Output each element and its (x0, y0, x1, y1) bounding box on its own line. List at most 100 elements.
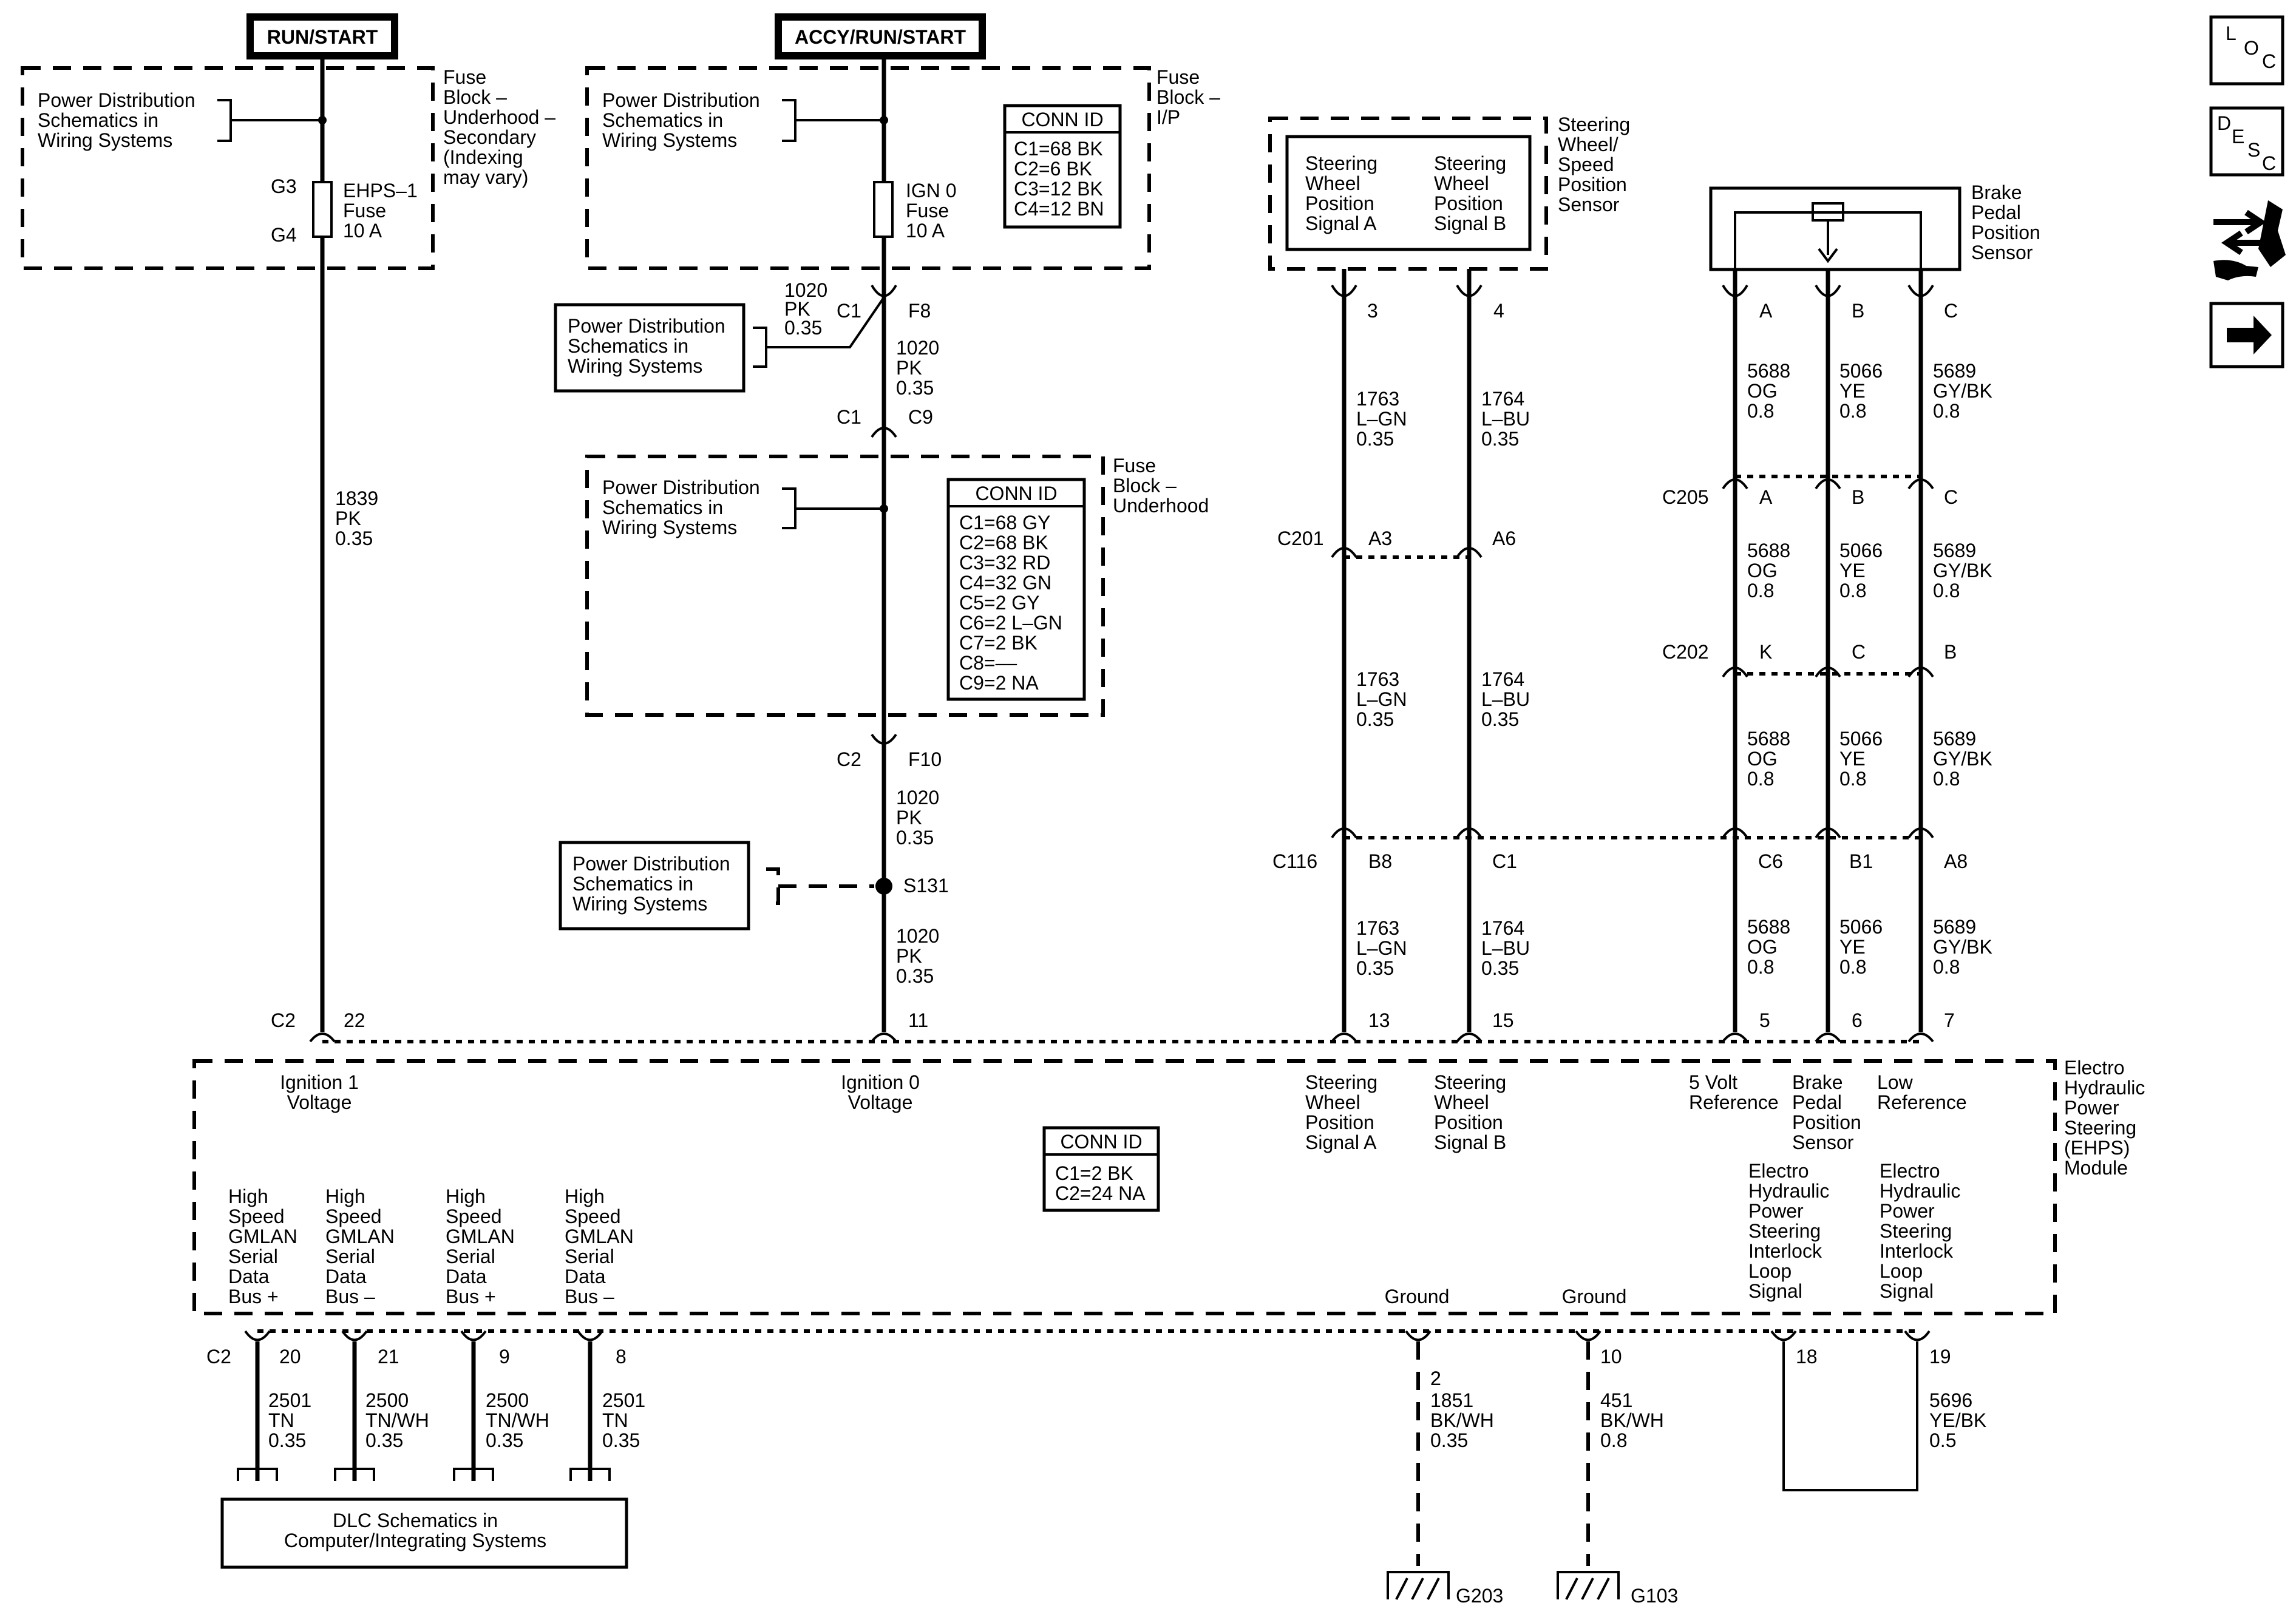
diagram-label: 0.35 (486, 1429, 523, 1451)
diagram-label: 0.35 (335, 527, 373, 549)
steering-wheel-position-sensor: Steering Wheel Position Signal A Steerin… (1268, 114, 1630, 271)
diagram-label: Speed (1558, 154, 1614, 175)
power-distribution-link[interactable]: Power Distribution Schematics in Wiring … (602, 476, 884, 538)
diagram-label: Data (325, 1266, 367, 1287)
diagram-label: Bus – (325, 1286, 375, 1307)
diagram-label: 2500 (486, 1389, 529, 1411)
diagram-label: 0.8 (1747, 580, 1774, 602)
diagram-label: YE (1839, 748, 1866, 770)
diagram-label: 11 (908, 1009, 928, 1031)
diagram-label: Serial (325, 1246, 375, 1267)
diagram-label: Signal B (1434, 1131, 1506, 1153)
accy-run-start-header: ACCY/RUN/START (775, 13, 986, 59)
diagram-label: 0.35 (896, 377, 934, 399)
diagram-label: B (1944, 641, 1957, 663)
diagram-label: B (1852, 300, 1864, 322)
dlc-schematics-link[interactable]: DLC Schematics in Computer/Integrating S… (220, 1497, 628, 1569)
diagram-label: 18 (1796, 1346, 1818, 1368)
loc-icon[interactable]: L O C (2209, 15, 2284, 86)
diagram-label: Serial (565, 1246, 614, 1267)
diagram-label: 21 (378, 1346, 399, 1368)
ground-g103-icon (1557, 1571, 1620, 1600)
diagram-label: PK (784, 298, 810, 320)
diagram-label: 2 (1430, 1368, 1441, 1389)
diagram-label: 4 (1493, 300, 1504, 322)
conn-id-table: CONN ID C1=2 BK C2=24 NA (1042, 1126, 1160, 1212)
diagram-label: 5689 (1933, 916, 1976, 938)
diagram-label: 5688 (1747, 728, 1790, 750)
pd-link-c1[interactable]: Power Distribution Schematics in Wiring … (554, 296, 885, 393)
diagram-label: Electro (1748, 1160, 1809, 1182)
diagram-label: C (1944, 486, 1958, 508)
diagram-label: L–GN (1356, 688, 1407, 710)
diagram-label: L–BU (1481, 408, 1530, 430)
diagram-label: Reference (1689, 1091, 1779, 1113)
diagram-label: C9 (908, 406, 933, 428)
diagram-label: C2=68 BK (959, 532, 1048, 554)
diagram-label: PK (335, 507, 361, 529)
diagram-label: Speed (228, 1205, 285, 1227)
connector-tool-icon[interactable] (2213, 200, 2286, 280)
diagram-label: 0.35 (784, 317, 822, 339)
diagram-label: Steering (1748, 1220, 1821, 1242)
power-distribution-link[interactable]: Power Distribution Schematics in Wiring … (38, 89, 322, 151)
diagram-label: Schematics in (602, 109, 723, 131)
diagram-label: 0.35 (1481, 428, 1519, 450)
diagram-label: PK (896, 357, 922, 379)
diagram-label: Fuse (1113, 455, 1156, 476)
diagram-label: Wheel (1434, 1091, 1489, 1113)
diagram-label: Power (1748, 1200, 1804, 1222)
next-arrow-icon[interactable] (2209, 302, 2284, 368)
diagram-label: 1763 (1356, 388, 1399, 410)
diagram-label: K (1759, 641, 1772, 663)
diagram-label: Electro (2064, 1057, 2125, 1079)
diagram-label: Power Distribution (602, 89, 760, 111)
diagram-label: Signal (1880, 1280, 1934, 1302)
diagram-label: Fuse (343, 200, 386, 222)
diagram-label: may vary) (443, 166, 528, 188)
diagram-label: Speed (565, 1205, 621, 1227)
diagram-label: YE (1839, 936, 1866, 958)
ground-wires (1416, 1341, 1590, 1566)
diagram-label: 0.35 (1430, 1429, 1468, 1451)
desc-icon[interactable]: D E S C (2209, 106, 2284, 177)
diagram-label: B1 (1849, 850, 1873, 872)
diagram-label: Data (446, 1266, 487, 1287)
diagram-label: C1=68 BK (1014, 138, 1103, 160)
diagram-label: BK/WH (1430, 1409, 1494, 1431)
diagram-label: 0.35 (896, 965, 934, 987)
diagram-label: 1020 (896, 925, 939, 947)
diagram-label: L–BU (1481, 937, 1530, 959)
diagram-label: C (1852, 641, 1866, 663)
diagram-label: Fuse (906, 200, 949, 222)
diagram-label: 22 (344, 1009, 365, 1031)
power-distribution-link[interactable]: Power Distribution Schematics in Wiring … (602, 89, 884, 151)
diagram-label: Steering (1305, 1071, 1377, 1093)
diagram-label: 5688 (1747, 540, 1790, 561)
diagram-label: ACCY/RUN/START (795, 26, 966, 48)
diagram-label: 5688 (1747, 360, 1790, 382)
diagram-label: Sensor (1792, 1131, 1854, 1153)
diagram-label: 1851 (1430, 1389, 1473, 1411)
diagram-label: Wiring Systems (38, 129, 172, 151)
diagram-label: OG (1747, 380, 1778, 402)
diagram-label: Loop (1880, 1260, 1923, 1282)
diagram-label: G3 (271, 175, 297, 197)
diagram-label: Steering (2064, 1117, 2136, 1139)
diagram-label: A6 (1492, 527, 1516, 549)
diagram-label: 0.35 (602, 1429, 640, 1451)
diagram-label: PK (896, 945, 922, 967)
diagram-label: 0.35 (896, 827, 934, 849)
diagram-label: Interlock (1748, 1240, 1822, 1262)
diagram-label: 1763 (1356, 668, 1399, 690)
diagram-label: 5696 (1929, 1389, 1972, 1411)
pd-link-s131[interactable]: Power Distribution Schematics in Wiring … (559, 841, 874, 931)
diagram-label: Steering (1880, 1220, 1952, 1242)
diagram-label: Position (1558, 174, 1627, 195)
diagram-label: 19 (1929, 1346, 1951, 1368)
run-start-header: RUN/START (246, 13, 398, 59)
diagram-label: Steering (1305, 152, 1377, 174)
module-top-connector-arcs (309, 1032, 1934, 1043)
diagram-label: TN/WH (486, 1409, 549, 1431)
diagram-label: L–GN (1356, 408, 1407, 430)
